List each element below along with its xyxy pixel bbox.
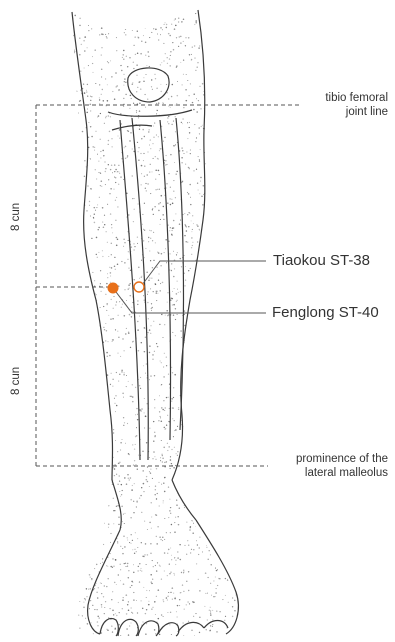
- stipple-shading: [69, 8, 240, 637]
- leg-outline: [72, 10, 238, 636]
- malleolus-label-2: lateral malleolus: [305, 467, 388, 480]
- fenglong-label: Fenglong ST-40: [272, 304, 379, 321]
- tiaokou-point: [134, 282, 144, 292]
- joint-line-label-1: tibio femoral: [325, 92, 388, 105]
- measurement-lines: [36, 105, 300, 466]
- tiaokou-leader: [142, 261, 266, 285]
- upper-cun-label: 8 cun: [10, 203, 22, 231]
- lower-cun-label: 8 cun: [10, 367, 22, 395]
- tiaokou-label: Tiaokou ST-38: [273, 252, 370, 269]
- joint-line-label-2: joint line: [346, 106, 388, 119]
- fenglong-point: [108, 283, 119, 294]
- malleolus-label-1: prominence of the: [296, 453, 388, 466]
